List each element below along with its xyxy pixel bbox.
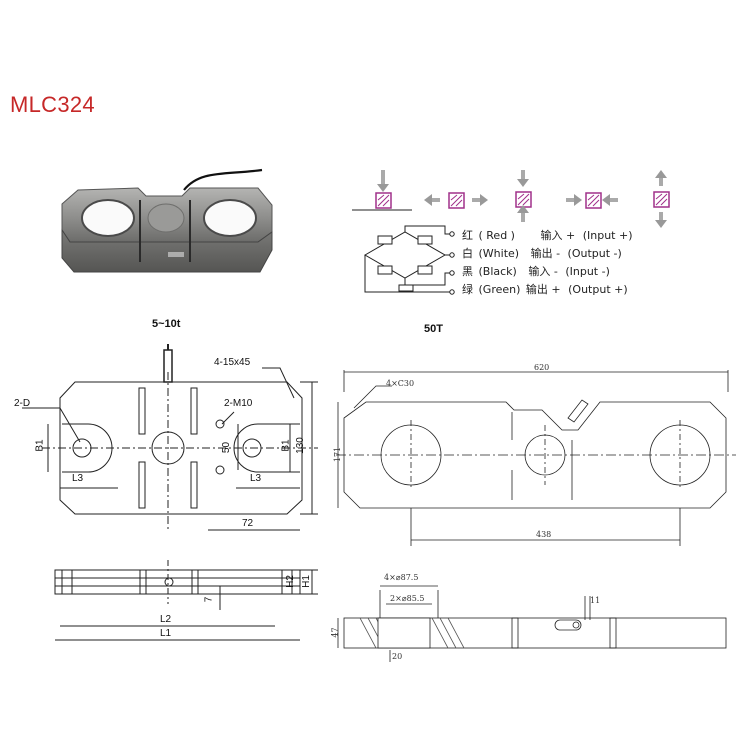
compression-horizontal-icon — [566, 192, 618, 209]
length-label: 620 — [534, 363, 550, 372]
height-label: 171 — [333, 446, 343, 463]
chamfer-label: 4-15x45 — [214, 357, 251, 368]
wire-color-en: (Green) — [478, 283, 521, 296]
wire-color-cn: 红 — [462, 229, 473, 242]
wire-function-cn: 输入 + — [540, 229, 576, 242]
counterbore-label-1: 4×⌀87.5 — [384, 573, 419, 582]
dim-72-label: 72 — [242, 518, 254, 529]
compression-icon — [352, 170, 412, 211]
wire-function-en: (Input -) — [565, 265, 610, 278]
dim-130-label: 130 — [294, 437, 306, 454]
l3-right-label: L3 — [250, 473, 262, 484]
wire-color-cn: 白 — [462, 247, 473, 260]
hole-diameter-label: 2-D — [14, 398, 31, 409]
spacing-label: 438 — [536, 530, 552, 539]
l2-label: L2 — [160, 614, 172, 625]
wire-function-cn: 输出 - — [530, 247, 561, 260]
tension-vertical-icon — [653, 170, 670, 228]
l3-left-label: L3 — [72, 473, 84, 484]
depth-label: 20 — [392, 652, 403, 661]
wire-color-en: (Black) — [478, 265, 517, 278]
thickness-label: 47 — [330, 627, 340, 638]
b1-left-label: B1 — [34, 439, 46, 452]
l1-label: L1 — [160, 628, 172, 639]
counterbore-label-2: 2×⌀85.5 — [390, 594, 425, 603]
wire-color-cn: 绿 — [462, 283, 473, 296]
wire-color-en: ( Red ) — [478, 229, 515, 242]
wire-row-green: 绿 (Green) 输出 + (Output +) — [462, 281, 628, 297]
b1-right-label: B1 — [280, 439, 292, 452]
wire-row-red: 红 ( Red ) 输入 + (Input +) — [462, 227, 632, 243]
h2-label: H2 — [284, 575, 296, 588]
left-capacity-label: 5~10t — [152, 318, 181, 330]
dim-50-label: 50 — [221, 441, 233, 454]
compression-vertical-icon — [515, 170, 532, 222]
wire-row-white: 白 (White) 输出 - (Output -) — [462, 245, 622, 261]
thread-label: 2-M10 — [224, 398, 253, 409]
chamfer-label-right: 4×C30 — [386, 379, 415, 388]
wire-function-cn: 输入 - — [528, 265, 558, 278]
wire-function-cn: 输出 + — [525, 283, 561, 296]
right-capacity-label: 50T — [424, 323, 443, 335]
dim-7-label: 7 — [203, 596, 215, 603]
wire-color-cn: 黑 — [462, 265, 473, 278]
wire-function-en: (Output -) — [567, 247, 622, 260]
wire-color-en: (White) — [478, 247, 520, 260]
product-title: MLC324 — [10, 92, 95, 117]
tension-horizontal-icon — [424, 192, 488, 209]
h1-label: H1 — [300, 575, 312, 588]
dim-11-label: 11 — [590, 596, 601, 605]
wire-row-black: 黑 (Black) 输入 - (Input -) — [462, 263, 610, 279]
wire-function-en: (Input +) — [582, 229, 633, 242]
wire-function-en: (Output +) — [568, 283, 628, 296]
